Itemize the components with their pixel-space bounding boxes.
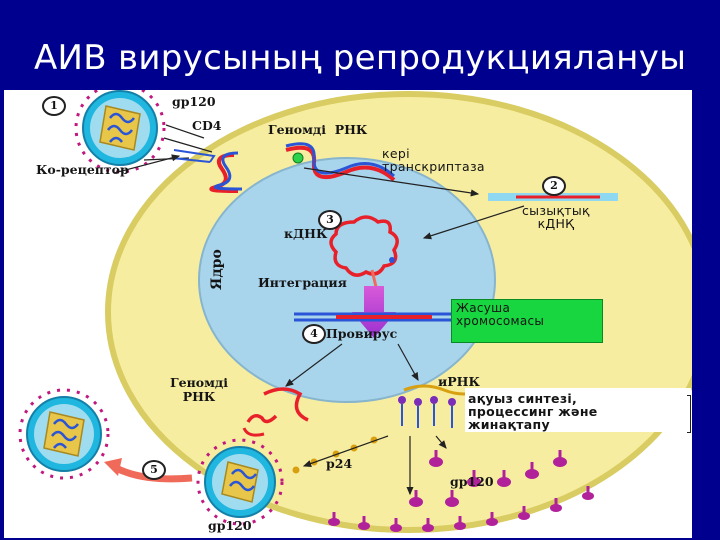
label-gp120-top: gp120 [172,94,216,109]
step-number-1: 1 [42,96,66,116]
label-cdna: кДНК [284,226,328,241]
label-linear-dna: сызықтық кДНҚ [522,203,590,232]
hiv-virion-icon [74,90,166,174]
label-p24: p24 [326,456,353,471]
label-genomic-rna-top: Геномді РНК [268,122,368,137]
label-co-receptor: Ко-рецептор [36,162,129,177]
membrane-protein-icons [328,486,594,532]
step-number-4: 4 [302,324,326,344]
label-reverse-transcriptase: кері транскриптаза [382,146,485,175]
label-mrna: иРНК [438,374,480,389]
label-protein-synthesis: ақуыз синтезі, процессинг және жинақтапу [468,391,598,433]
receptor-protein-icon [409,450,567,507]
label-cell-chromosome: Жасуша хромосомасы [456,301,545,328]
step-number-5: 5 [142,460,166,480]
label-nucleus: Ядро [209,249,225,290]
label-genomic-rna-bottom: Геномді РНК [170,375,229,405]
ribosome-group [398,396,456,406]
released-virion-icon [18,388,110,480]
step-number-2: 2 [542,176,566,196]
label-integration: Интеграция [258,275,347,290]
step-number-3: 3 [318,210,342,230]
cell-chromosome-box [451,299,603,343]
label-gp120-bottom: gp120 [208,518,252,533]
bracket-decoration [687,395,691,433]
slide-title: АИВ вирусының репродукциялануы [34,38,687,78]
diagram-panel: 1 2 3 4 5 gp120 CD4 Ко-рецептор Геномді … [4,90,692,538]
label-gp120-right: gp120 [450,474,494,489]
protein-synthesis-box [465,388,691,432]
nucleus [198,157,496,403]
budding-virion-icon [196,438,284,526]
label-cd4: CD4 [192,118,222,133]
label-provirus: Провирус [326,326,398,341]
